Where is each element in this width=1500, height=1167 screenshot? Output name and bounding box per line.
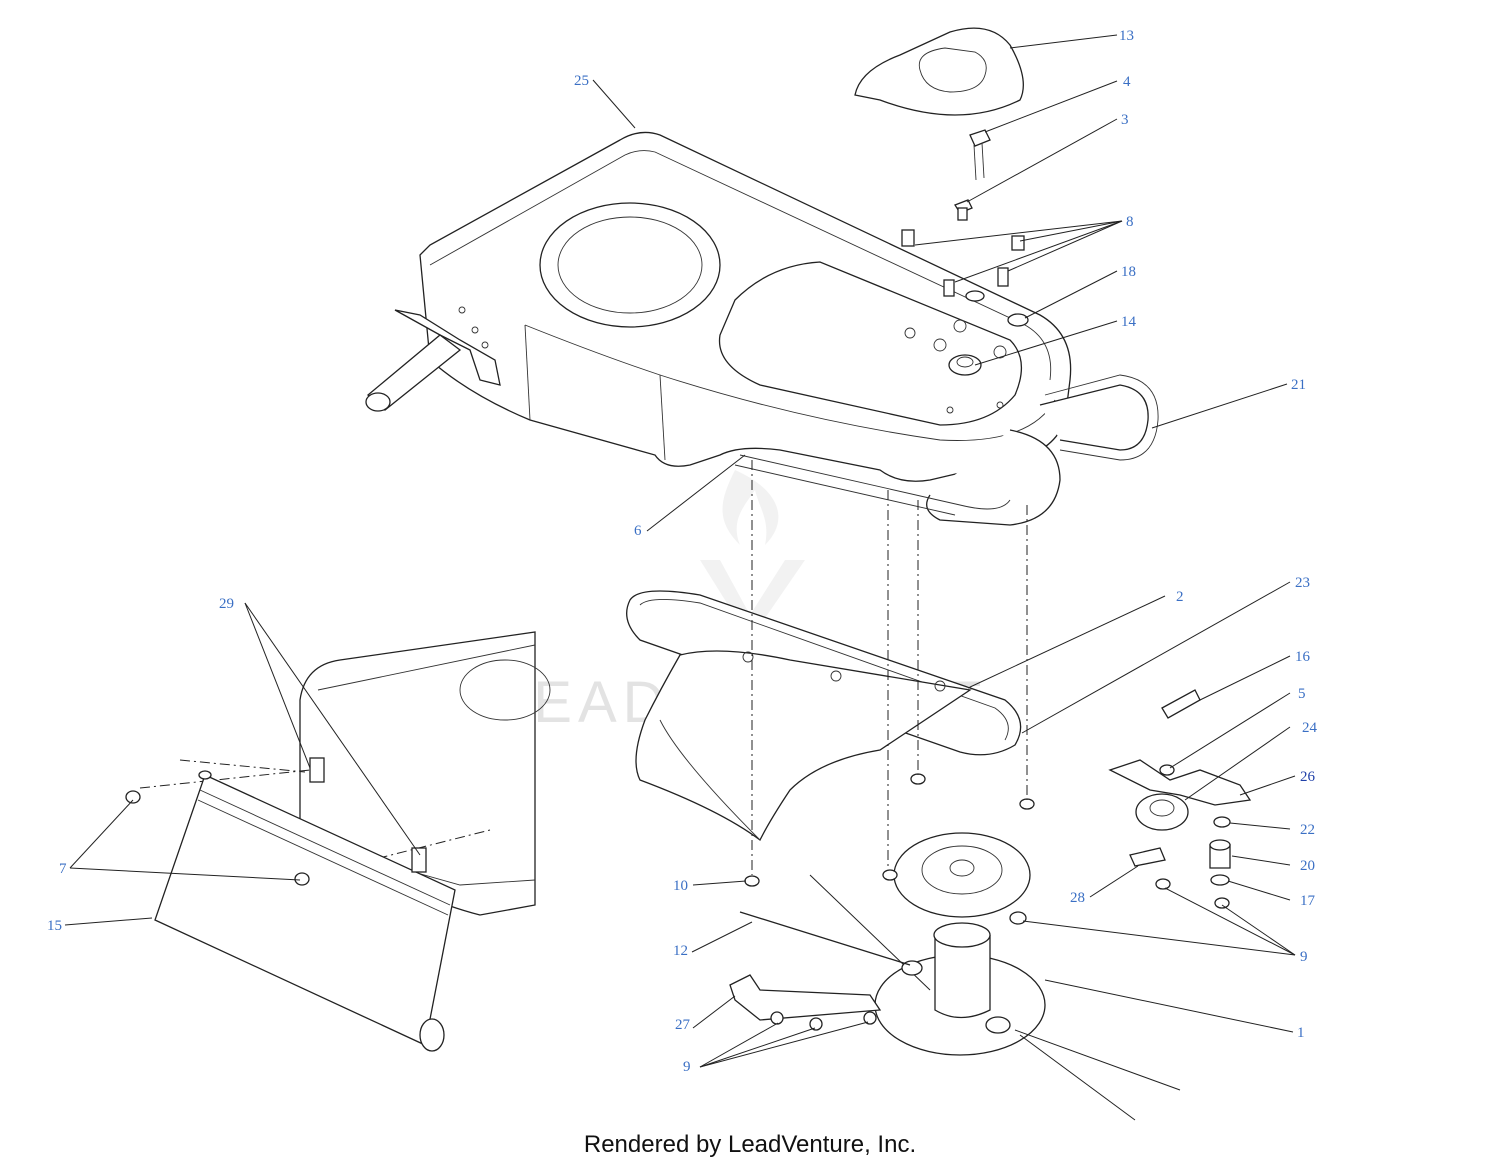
- spindle-assembly: [809, 832, 1181, 1121]
- footer-credit: Rendered by LeadVenture, Inc.: [583, 1131, 917, 1158]
- leader-lines: [64, 34, 1296, 1068]
- callout-17: 17: [1300, 893, 1316, 909]
- callout-26: 26: [1300, 769, 1316, 785]
- callout-10: 10: [673, 878, 688, 894]
- callout-3: 3: [1121, 112, 1129, 128]
- watermark-logo: [700, 470, 805, 640]
- blower-housing: [365, 131, 1159, 526]
- callout-14: 14: [1121, 314, 1137, 330]
- callout-4: 4: [1123, 74, 1131, 90]
- idler-assembly: [1009, 689, 1252, 925]
- callout-28: 28: [1070, 890, 1085, 906]
- callout-22: 22: [1300, 822, 1315, 838]
- nuts: [744, 773, 1035, 887]
- callout-2: 2: [1176, 589, 1184, 605]
- rod: [739, 911, 911, 966]
- callout-9-left: 9: [683, 1059, 691, 1075]
- callout-12: 12: [673, 943, 688, 959]
- bolt-4: [969, 129, 991, 181]
- callout-5: 5: [1298, 686, 1306, 702]
- callout-29: 29: [219, 596, 234, 612]
- callout-13: 13: [1119, 28, 1134, 44]
- callout-9-right: 9: [1300, 949, 1308, 965]
- callout-7: 7: [59, 861, 67, 877]
- callout-6: 6: [634, 523, 642, 539]
- washers-18: [965, 290, 1029, 327]
- callout-18: 18: [1121, 264, 1136, 280]
- bolt-3: [954, 199, 973, 221]
- callout-21: 21: [1291, 377, 1306, 393]
- callout-1: 1: [1297, 1025, 1305, 1041]
- callout-20: 20: [1300, 858, 1315, 874]
- callout-16: 16: [1295, 649, 1311, 665]
- brake-bracket: [729, 974, 882, 1031]
- bolts-8: [901, 229, 1025, 297]
- callout-27: 27: [675, 1017, 691, 1033]
- callout-8: 8: [1126, 214, 1134, 230]
- callout-25: 25: [574, 73, 589, 89]
- belt-guard-plate: [635, 650, 972, 841]
- callout-15: 15: [47, 918, 62, 934]
- callout-labels: 25 13 4 3 8 18 14 21 6 29 2 23 16 5 24 2…: [47, 28, 1318, 1075]
- callout-23: 23: [1295, 575, 1310, 591]
- housing-cover: [854, 27, 1024, 116]
- chute-detail-inset: [125, 631, 551, 1052]
- assembly-lines: [751, 460, 1028, 875]
- callout-24: 24: [1302, 720, 1318, 736]
